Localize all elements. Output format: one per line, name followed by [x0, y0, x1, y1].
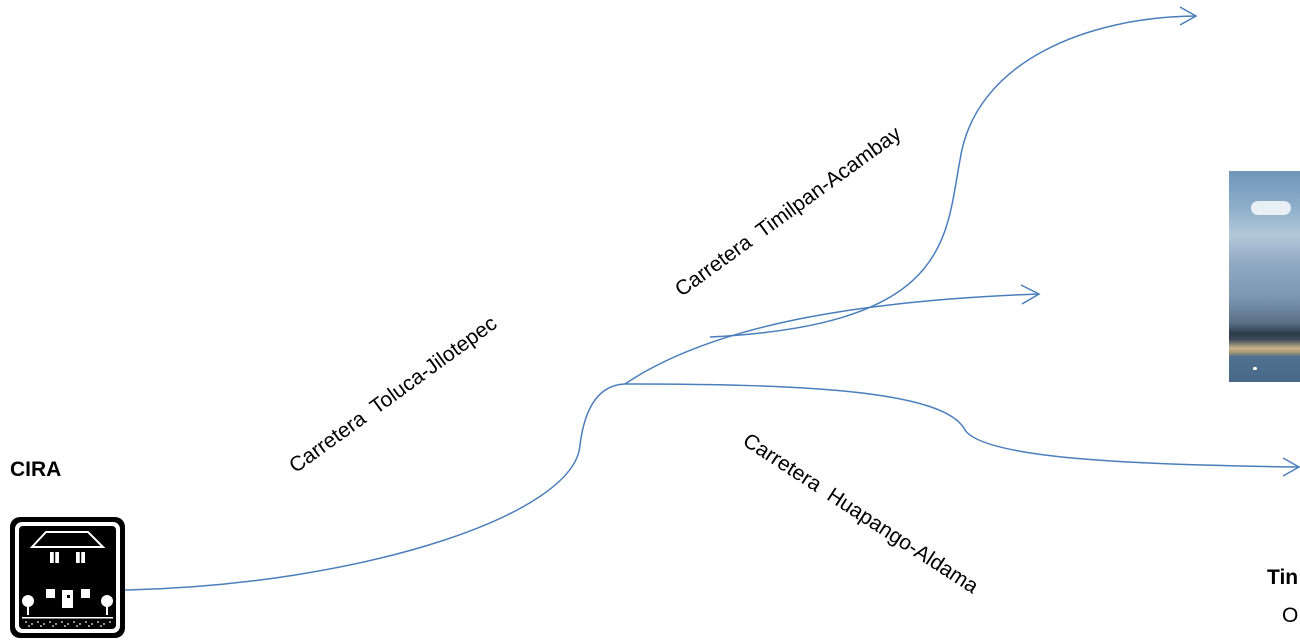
- arrowhead-middle: [1020, 284, 1041, 305]
- road-path-toluca-jilotepec: [124, 383, 626, 591]
- arrowhead-top: [1179, 6, 1198, 26]
- origin-label: CIRA: [10, 458, 62, 481]
- arrowhead-right: [1282, 457, 1300, 477]
- destination-photo: [1229, 171, 1300, 382]
- road-path-huapango-aldama: [624, 383, 1299, 468]
- road-label-toluca-jilotepec: Carretera Toluca-Jilotepec: [285, 312, 501, 478]
- house-icon: [10, 517, 125, 638]
- road-path-middle-branch: [624, 293, 1039, 385]
- photo-bird: [1253, 367, 1257, 370]
- destination-subtitle: O: [1282, 604, 1299, 627]
- road-path-timilpan-acambay: [709, 15, 1196, 338]
- road-label-timilpan-acambay: Carretera Timilpan-Acambay: [671, 122, 906, 301]
- destination-name: Tin: [1267, 566, 1299, 589]
- photo-cloud: [1251, 201, 1291, 215]
- road-label-huapango-aldama: Carretera Huapango-Aldama: [739, 429, 983, 599]
